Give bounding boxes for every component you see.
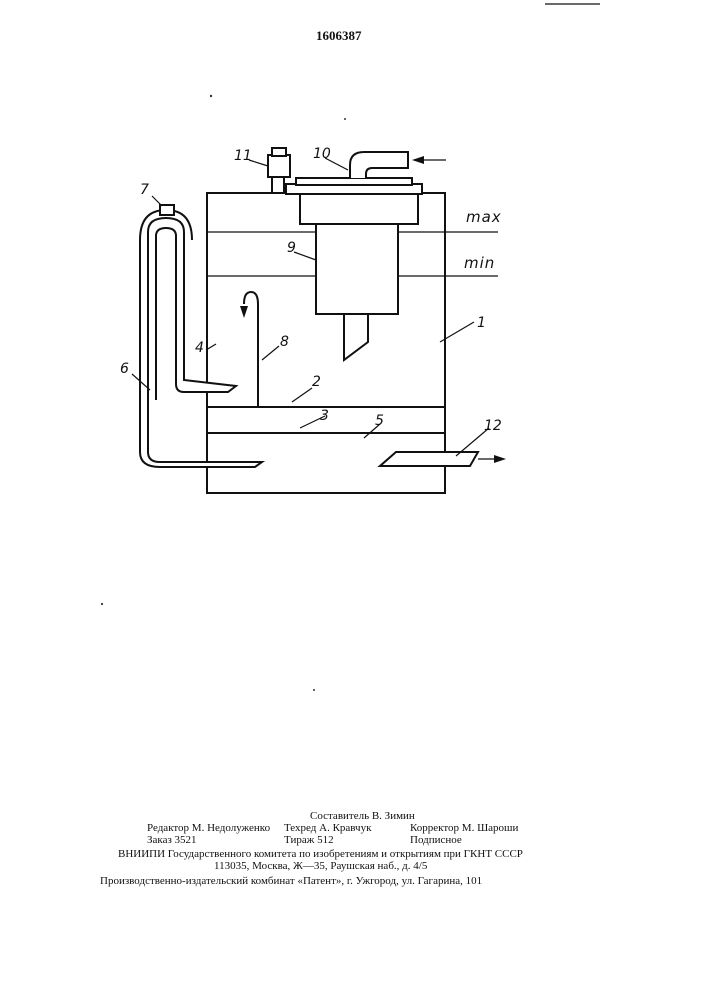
corrector: Корректор М. Шароши <box>410 822 518 834</box>
label-10: 10 <box>313 146 331 162</box>
tube-8-arrow <box>240 306 248 318</box>
lid-flange <box>296 178 412 185</box>
subscription: Подписное <box>410 834 462 846</box>
label-5: 5 <box>375 413 384 429</box>
leader-9 <box>294 252 316 260</box>
outlet-arrowhead <box>494 455 506 463</box>
speck <box>210 95 212 97</box>
label-3: 3 <box>320 408 329 424</box>
speck <box>101 603 103 605</box>
valve-11-body <box>268 155 290 177</box>
leader-8 <box>262 346 279 360</box>
speck <box>344 118 346 120</box>
label-7: 7 <box>140 182 149 198</box>
label-8: 8 <box>280 334 289 350</box>
max-level-label: max <box>466 208 502 226</box>
min-level-label: min <box>464 254 495 272</box>
editor: Редактор М. Недолуженко <box>147 822 270 834</box>
unit-9-nozzle <box>344 314 368 360</box>
label-9: 9 <box>287 240 296 256</box>
patent-number: 1606387 <box>316 28 362 43</box>
institute: ВНИИПИ Государственного комитета по изоб… <box>118 848 523 860</box>
label-12: 12 <box>484 418 502 434</box>
inlet-pipe-10 <box>350 152 408 178</box>
label-1: 1 <box>477 315 486 331</box>
circulation: Тираж 512 <box>284 834 334 846</box>
techred: Техред А. Кравчук <box>284 822 371 834</box>
speck <box>313 689 315 691</box>
valve-11-cap <box>272 148 286 156</box>
compiler: Составитель В. Зимин <box>310 810 415 822</box>
leader-7 <box>152 196 162 206</box>
printing-plant: Производственно-издательский комбинат «П… <box>100 875 482 887</box>
address: 113035, Москва, Ж—35, Раушская наб., д. … <box>214 860 427 872</box>
air-valve-7 <box>160 205 174 215</box>
order: Заказ 3521 <box>147 834 197 846</box>
unit-9-head <box>300 194 418 224</box>
label-11: 11 <box>234 148 252 164</box>
outlet-12 <box>380 452 478 466</box>
colophon: Составитель В. Зимин Редактор М. Недолуж… <box>100 810 600 887</box>
label-4: 4 <box>195 340 204 356</box>
tube-8-hook <box>244 292 258 304</box>
label-2: 2 <box>312 374 321 390</box>
unit-9-body <box>316 224 398 314</box>
label-6: 6 <box>120 361 129 377</box>
leader-2 <box>292 388 312 402</box>
inlet-arrowhead <box>412 156 424 164</box>
leader-11 <box>249 160 268 166</box>
siphon-pipe-4 <box>148 218 236 400</box>
